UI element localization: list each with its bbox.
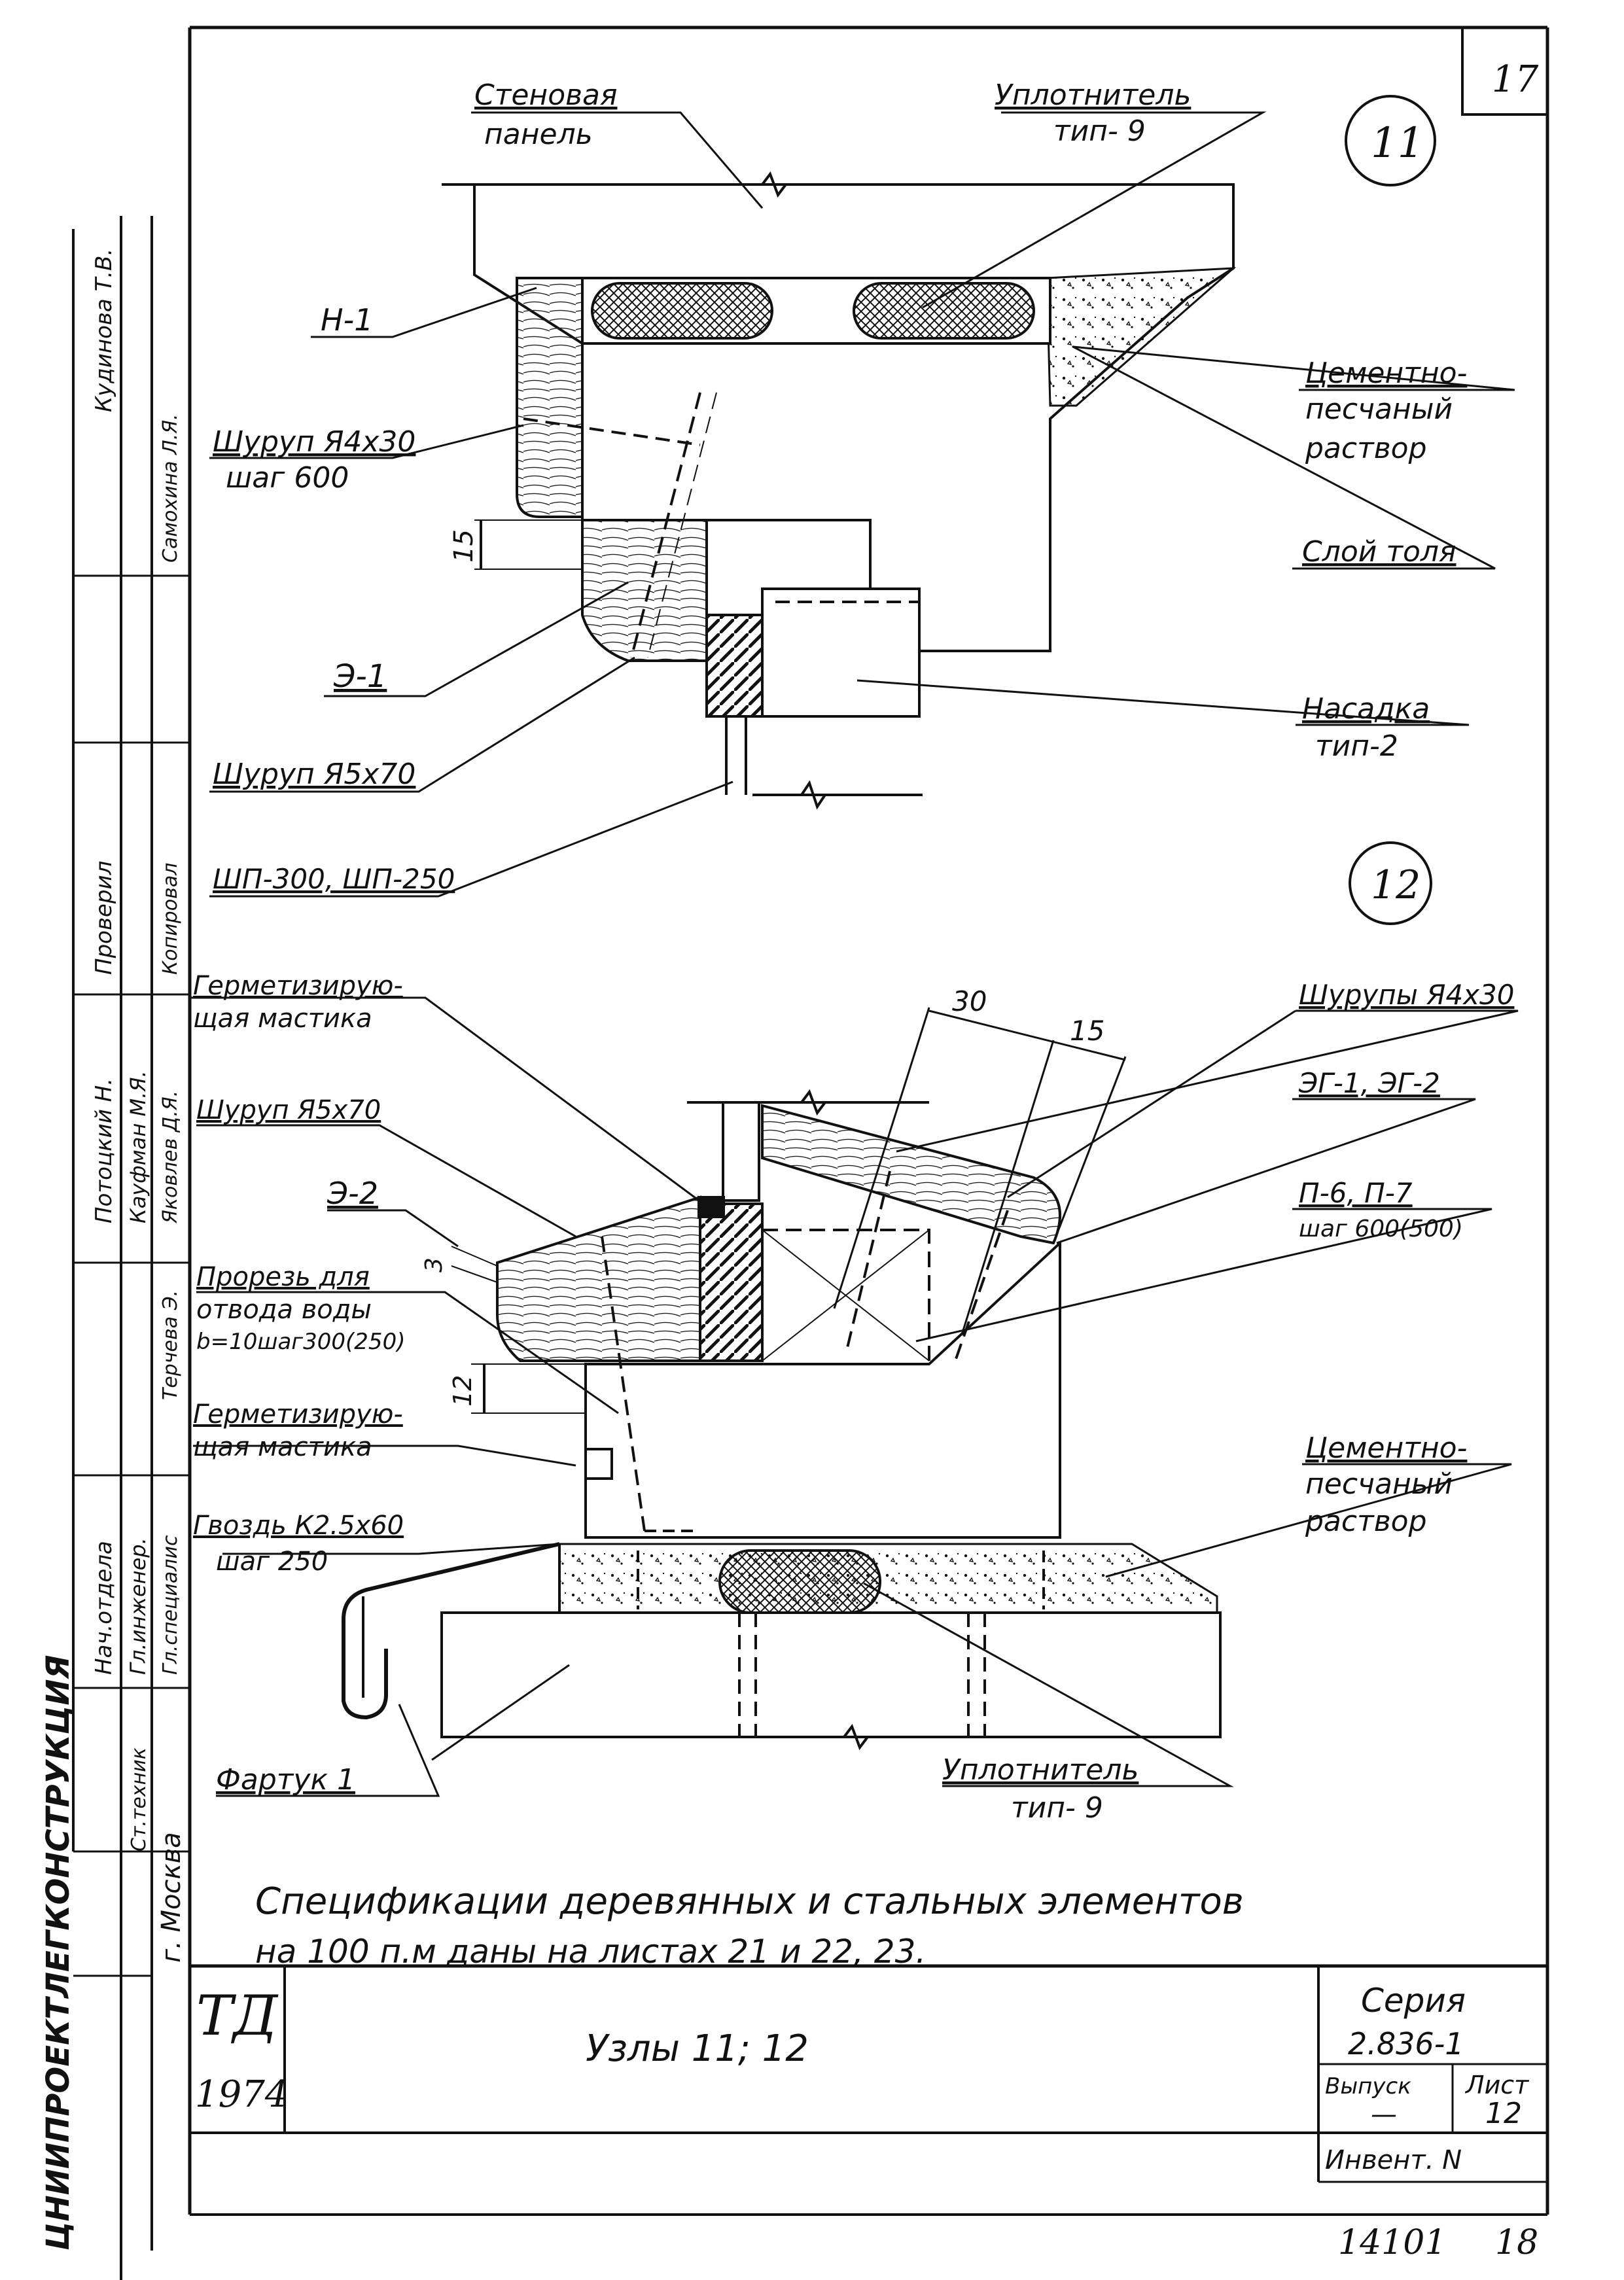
stamp-role-4: Ст.техник xyxy=(128,1747,150,1851)
dim-30: 30 xyxy=(952,985,987,1017)
stamp-city: г. Москва xyxy=(156,1832,186,1963)
node-11-leaders xyxy=(209,111,1515,898)
steel-strip-upper xyxy=(722,1101,760,1202)
label-wall-panel-2: панель xyxy=(484,118,593,151)
label-eg: ЭГ-1, ЭГ-2 xyxy=(1298,1067,1440,1099)
seal-right xyxy=(853,282,1035,340)
label-h1: Н-1 xyxy=(321,302,373,338)
label-mortar12-2: песчаный xyxy=(1305,1467,1453,1501)
stamp-name-1: Потоцкий Н. xyxy=(91,1078,117,1223)
label-screw-1-step: шаг 600 xyxy=(226,461,349,495)
stamp-name-3: Терчева Э. xyxy=(159,1290,182,1400)
node-12-number: 12 xyxy=(1371,862,1421,908)
note-line-1: Спецификации деревянных и стальных элеме… xyxy=(255,1880,1244,1923)
label-nail-1: Гвоздь К2.5х60 xyxy=(193,1511,404,1541)
sheet-label: Лист xyxy=(1464,2071,1530,2099)
node-12-drawing xyxy=(342,841,1432,1751)
stamp-institute: ЦНИИПРОЕКТЛЕГКОНСТРУКЦИЯ xyxy=(40,1655,77,2251)
mortar-top-right xyxy=(1046,267,1237,407)
inventory-suffix: 18 xyxy=(1495,2223,1538,2262)
stamp-col3-2: Копировал xyxy=(159,863,182,975)
label-mortar12-3: раствор xyxy=(1305,1505,1427,1538)
seal-bottom xyxy=(718,1549,881,1614)
inventory-value: 14101 xyxy=(1338,2223,1446,2262)
dim-3: 3 xyxy=(421,1257,448,1272)
label-sealant-2: щая мастика xyxy=(193,1004,372,1034)
nozzle xyxy=(761,588,921,718)
note-line-2: на 100 п.м даны на листах 21 и 22, 23. xyxy=(255,1933,926,1971)
inventory-label: Инвент. N xyxy=(1325,2145,1462,2175)
label-mortar-1: Цементно- xyxy=(1305,357,1467,390)
wood-h1 xyxy=(516,277,584,518)
label-sealant-1: Герметизирую- xyxy=(193,971,403,1001)
sheet-frame xyxy=(72,26,1549,2280)
label-sealant2-2: щая мастика xyxy=(193,1432,372,1462)
stamp-number: ТД xyxy=(196,1984,279,2048)
stamp-name-2: Кауфман М.Я. xyxy=(126,1070,150,1223)
label-nail-2: шаг 250 xyxy=(216,1547,328,1577)
issue-value: — xyxy=(1371,2099,1397,2130)
label-slot-1: Прорезь для xyxy=(196,1262,370,1292)
stamp-role-3: Гл.специалис xyxy=(159,1535,182,1675)
stamp-col3-1: Проверил xyxy=(91,861,117,975)
stamp-role-2: Гл.инженер. xyxy=(126,1537,150,1675)
node-12-leaders xyxy=(190,996,1519,1797)
node-12-marker xyxy=(1349,841,1432,925)
sheet-value: 12 xyxy=(1485,2097,1522,2130)
dim-15-node12: 15 xyxy=(1070,1015,1104,1047)
label-nozzle-1: Насадка xyxy=(1302,692,1430,726)
issue-label: Выпуск xyxy=(1325,2073,1411,2099)
apron xyxy=(342,1542,560,1720)
mortar-bottom xyxy=(558,1543,1218,1614)
steel-plate-12 xyxy=(699,1202,764,1362)
label-nozzle-2: тип-2 xyxy=(1315,729,1398,763)
wood-e2 xyxy=(496,1195,701,1362)
stamp-col3-3: Самохина Л.Я. xyxy=(159,413,182,563)
node-11-number: 11 xyxy=(1371,119,1424,167)
series-label: Серия xyxy=(1361,1982,1466,2020)
label-slot-2: отвода воды xyxy=(196,1295,372,1325)
label-screw-2: Шуруп Я5х70 xyxy=(213,758,415,791)
stamp-col3-4: Кудинова Т.В. xyxy=(91,249,117,412)
page-number: 17 xyxy=(1492,58,1539,101)
wood-e1 xyxy=(581,519,708,662)
label-mortar12-1: Цементно- xyxy=(1305,1431,1467,1465)
label-roofing: Слой толя xyxy=(1302,535,1456,569)
label-screws: Шурупы Я4х30 xyxy=(1299,979,1514,1011)
dim-12: 12 xyxy=(448,1375,477,1407)
label-slot-3: b=10шаг300(250) xyxy=(196,1329,405,1355)
base-slab xyxy=(440,1611,1222,1738)
label-apron: Фартук 1 xyxy=(216,1763,355,1797)
label-seal12-1: Уплотнитель xyxy=(942,1753,1139,1787)
label-seal12-2: тип- 9 xyxy=(1011,1791,1103,1825)
label-wall-panel-1: Стеновая xyxy=(474,79,617,112)
lower-box xyxy=(584,1240,1061,1539)
node-11-drawing xyxy=(442,95,1436,810)
label-mortar-3: раствор xyxy=(1305,432,1427,465)
label-mortar-2: песчаный xyxy=(1305,393,1453,426)
sheet-title: Узлы 11; 12 xyxy=(586,2027,809,2070)
dim-15-node11: 15 xyxy=(449,529,479,563)
node-11-marker xyxy=(1345,95,1436,186)
stamp-role-1: Нач.отдела xyxy=(91,1541,117,1675)
label-sealant2-1: Герметизирую- xyxy=(193,1399,403,1429)
steel-plate xyxy=(705,614,764,718)
label-screw-12: Шуруп Я5х70 xyxy=(196,1095,381,1125)
stamp-name-4: Яковлев Д.Я. xyxy=(159,1091,182,1224)
side-stamp: Нач.отдела Потоцкий Н. Проверил Кудинова… xyxy=(40,249,186,2251)
label-shp: ШП-300, ШП-250 xyxy=(213,863,455,895)
series-value: 2.836-1 xyxy=(1348,2026,1464,2061)
label-e1: Э-1 xyxy=(333,658,387,695)
label-seal-2: тип- 9 xyxy=(1053,114,1146,148)
stamp-year: 1974 xyxy=(195,2073,289,2116)
label-seal-1: Уплотнитель xyxy=(995,79,1191,112)
label-p6-step: шаг 600(500) xyxy=(1299,1216,1463,1242)
label-e2: Э-2 xyxy=(327,1176,378,1211)
label-screw-1: Шуруп Я4х30 xyxy=(213,425,415,459)
seal-left xyxy=(591,282,773,340)
board-eg xyxy=(761,1104,1061,1245)
label-p6: П-6, П-7 xyxy=(1299,1177,1413,1209)
title-block xyxy=(190,1964,1547,2183)
